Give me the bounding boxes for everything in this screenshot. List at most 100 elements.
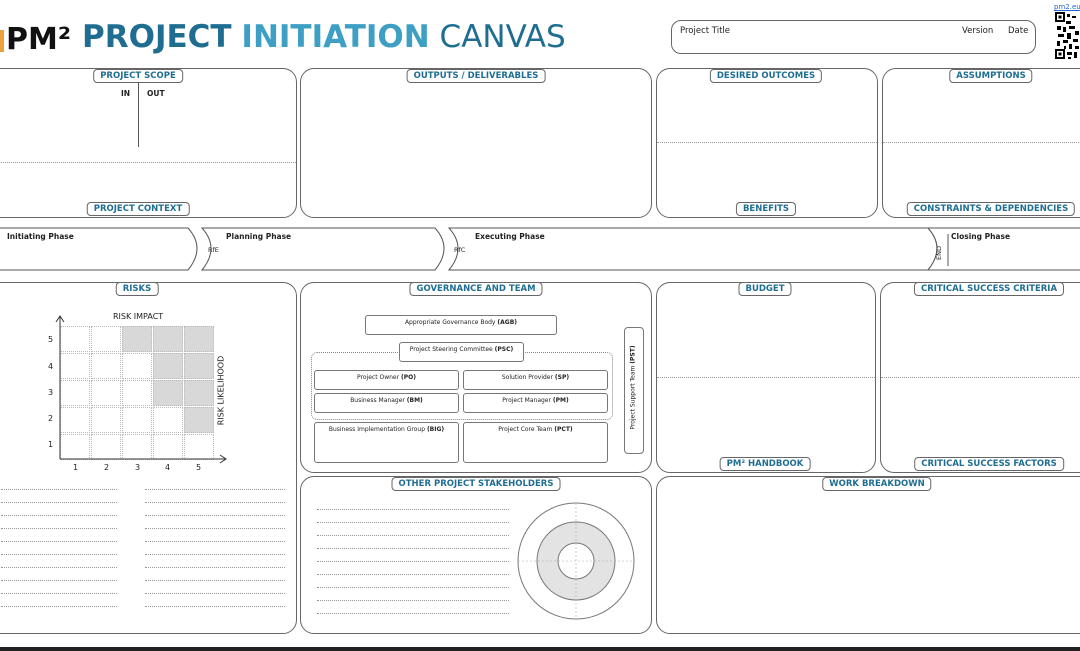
executing-phase-label: Executing Phase	[475, 232, 545, 241]
risk-line	[1, 502, 117, 503]
pm2-handbook-header[interactable]: PM² HANDBOOK	[719, 457, 811, 471]
qr-code-icon	[1055, 12, 1080, 60]
big-abbr: (BIG)	[426, 426, 445, 433]
risk-line	[1, 528, 117, 529]
pm-box[interactable]: Project Manager (PM)	[463, 393, 608, 413]
sp-text: Solution Provider	[501, 374, 555, 381]
pm-abbr: (PM)	[552, 397, 569, 404]
page-title: PROJECT INITIATION CANVAS	[82, 19, 566, 55]
pm-text: Project Manager	[502, 397, 553, 404]
agb-text: Appropriate Governance Body	[404, 319, 498, 326]
date-label: Date	[1008, 26, 1029, 36]
stakeholder-line	[317, 522, 509, 523]
work-breakdown-header: WORK BREAKDOWN	[822, 477, 932, 491]
sp-abbr: (SP)	[554, 374, 570, 381]
assumptions-panel[interactable]	[882, 68, 1080, 218]
critical-success-criteria-panel[interactable]	[880, 282, 1080, 473]
rfc-milestone: RfC	[454, 246, 466, 254]
bm-box[interactable]: Business Manager (BM)	[314, 393, 459, 413]
risk-cell	[91, 353, 121, 379]
risk-cell-high	[184, 407, 214, 433]
outputs-panel[interactable]	[300, 68, 652, 218]
pst-abbr: (PST)	[629, 345, 637, 364]
budget-panel[interactable]	[656, 282, 876, 473]
risk-line	[1, 541, 117, 542]
risks-panel[interactable]	[0, 282, 297, 634]
work-breakdown-panel[interactable]	[656, 476, 1080, 634]
risk-line	[145, 606, 285, 607]
risk-cell	[91, 407, 121, 433]
risk-line	[145, 593, 285, 594]
stakeholder-line	[317, 574, 509, 575]
risk-x-tick: 3	[135, 463, 141, 472]
stakeholder-line	[317, 535, 509, 536]
risk-cell-high	[184, 326, 214, 352]
budget-header: BUDGET	[738, 282, 792, 296]
risk-line	[1, 489, 117, 490]
initiating-phase-label: Initiating Phase	[7, 232, 74, 241]
scope-in-label: IN	[121, 89, 131, 98]
risk-y-tick: 2	[48, 414, 54, 423]
po-text: Project Owner	[357, 374, 401, 381]
risk-line	[1, 567, 117, 568]
risk-cell-high	[184, 380, 214, 406]
risk-cell-high	[184, 353, 214, 379]
outcomes-benefits-divider	[657, 142, 877, 143]
budget-divider	[657, 377, 875, 378]
csf-header: CRITICAL SUCCESS FACTORS	[914, 457, 1064, 471]
risk-cell-high	[153, 353, 183, 379]
risk-cell	[122, 380, 152, 406]
risk-matrix-grid	[60, 326, 214, 460]
risk-cell-high	[122, 326, 152, 352]
pct-text: Project Core Team	[498, 426, 555, 433]
stakeholders-header: OTHER PROJECT STAKEHOLDERS	[391, 477, 561, 491]
risk-y-tick: 3	[48, 388, 54, 397]
stakeholder-line	[317, 600, 509, 601]
big-box[interactable]: Business Implementation Group (BIG)	[314, 422, 459, 463]
rfe-milestone: RfE	[208, 246, 219, 254]
risk-cell	[122, 353, 152, 379]
bottom-edge-bar	[0, 647, 1080, 651]
stakeholder-line	[317, 548, 509, 549]
po-box[interactable]: Project Owner (PO)	[314, 370, 459, 390]
desired-outcomes-panel[interactable]	[656, 68, 878, 218]
risk-line	[1, 593, 117, 594]
planning-phase-label: Planning Phase	[226, 232, 292, 241]
risk-x-tick: 2	[104, 463, 110, 472]
risk-line	[1, 554, 117, 555]
sp-box[interactable]: Solution Provider (SP)	[463, 370, 608, 390]
project-title-field[interactable]: Project Title Version Date	[671, 20, 1036, 54]
psc-abbr: (PSC)	[494, 346, 514, 353]
risk-line	[145, 554, 285, 555]
risk-line	[145, 541, 285, 542]
scope-out-label: OUT	[147, 89, 165, 98]
risk-cell-high	[153, 326, 183, 352]
pst-box[interactable]	[624, 327, 644, 454]
project-context-header: PROJECT CONTEXT	[86, 202, 190, 216]
initiating-phase-shape	[0, 227, 198, 271]
scope-context-divider	[0, 162, 296, 163]
pct-box[interactable]: Project Core Team (PCT)	[463, 422, 608, 463]
project-scope-panel[interactable]: IN OUT	[0, 68, 297, 218]
psc-box[interactable]: Project Steering Committee (PSC)	[399, 342, 524, 362]
title-part-3: CANVAS	[439, 19, 566, 55]
desired-outcomes-header: DESIRED OUTCOMES	[709, 69, 823, 83]
risk-line	[145, 489, 285, 490]
risk-x-tick: 5	[196, 463, 202, 472]
pct-abbr: (PCT)	[554, 426, 573, 433]
title-part-2: INITIATION	[241, 19, 430, 55]
agb-box[interactable]: Appropriate Governance Body (AGB)	[365, 315, 557, 335]
risk-line	[1, 580, 117, 581]
csc-divider	[881, 377, 1080, 378]
site-link[interactable]: pm2.eu	[1054, 3, 1080, 11]
risk-line	[145, 502, 285, 503]
risk-cell	[153, 407, 183, 433]
risk-line	[145, 580, 285, 581]
agb-abbr: (AGB)	[497, 319, 518, 326]
risk-cell	[91, 326, 121, 352]
project-scope-header: PROJECT SCOPE	[93, 69, 183, 83]
risk-cell	[91, 380, 121, 406]
psc-text: Project Steering Committee	[409, 346, 495, 353]
risk-impact-label: RISK IMPACT	[113, 312, 164, 321]
version-label: Version	[962, 26, 994, 36]
